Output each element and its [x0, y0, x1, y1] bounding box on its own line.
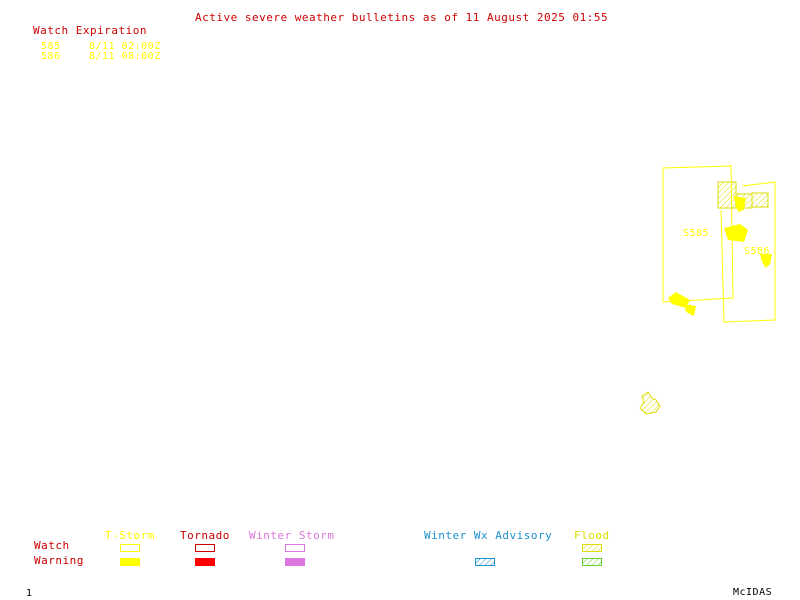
legend-winter-storm-watch-swatch: [285, 544, 305, 552]
legend-label-tstorm: T-Storm: [105, 529, 155, 542]
watch-id: 586: [41, 51, 61, 62]
flood-warning-area: [717, 181, 737, 209]
tstorm-warning-area: [668, 292, 690, 308]
watch-id: 585: [41, 41, 61, 52]
watch-586-outline: [720, 181, 776, 323]
legend-label-winter-wx-advisory: Winter Wx Advisory: [424, 529, 553, 542]
legend-row-label-warning: Warning: [34, 554, 84, 567]
flood-area-outline: [639, 391, 661, 415]
legend-flood-watch-swatch: [582, 544, 602, 552]
legend-label-tornado: Tornado: [180, 529, 230, 542]
tstorm-warning-area: [733, 196, 746, 212]
map-label-watch-585: S585: [683, 228, 710, 239]
page-title: Active severe weather bulletins as of 11…: [195, 11, 609, 24]
frame-number: 1: [26, 588, 33, 599]
mcidas-brand: McIDAS: [733, 587, 773, 598]
legend-tornado-warning-swatch: [195, 558, 215, 566]
watch-expiration-time: 8/11 02:00Z: [89, 41, 161, 52]
tstorm-warning-area: [760, 254, 772, 268]
legend-tornado-watch-swatch: [195, 544, 215, 552]
flood-warning-area: [751, 192, 769, 208]
tstorm-warning-area: [684, 304, 696, 316]
legend-label-flood: Flood: [574, 529, 610, 542]
tstorm-warning-area: [724, 224, 748, 242]
legend-tstorm-watch-swatch: [120, 544, 140, 552]
watch-585-outline: [662, 165, 734, 303]
legend-winter-storm-warning-swatch: [285, 558, 305, 566]
legend-row-label-watch: Watch: [34, 539, 70, 552]
legend-flood-warning-swatch: [582, 558, 602, 566]
watch-expiration-heading: Watch Expiration: [33, 24, 147, 37]
watch-expiration-time: 8/11 08:00Z: [89, 51, 161, 62]
legend-label-winter-storm: Winter Storm: [249, 529, 335, 542]
map-label-watch-586: S586: [744, 246, 771, 257]
legend-winter-wx-advisory-swatch: [475, 558, 495, 566]
legend-tstorm-warning-swatch: [120, 558, 140, 566]
